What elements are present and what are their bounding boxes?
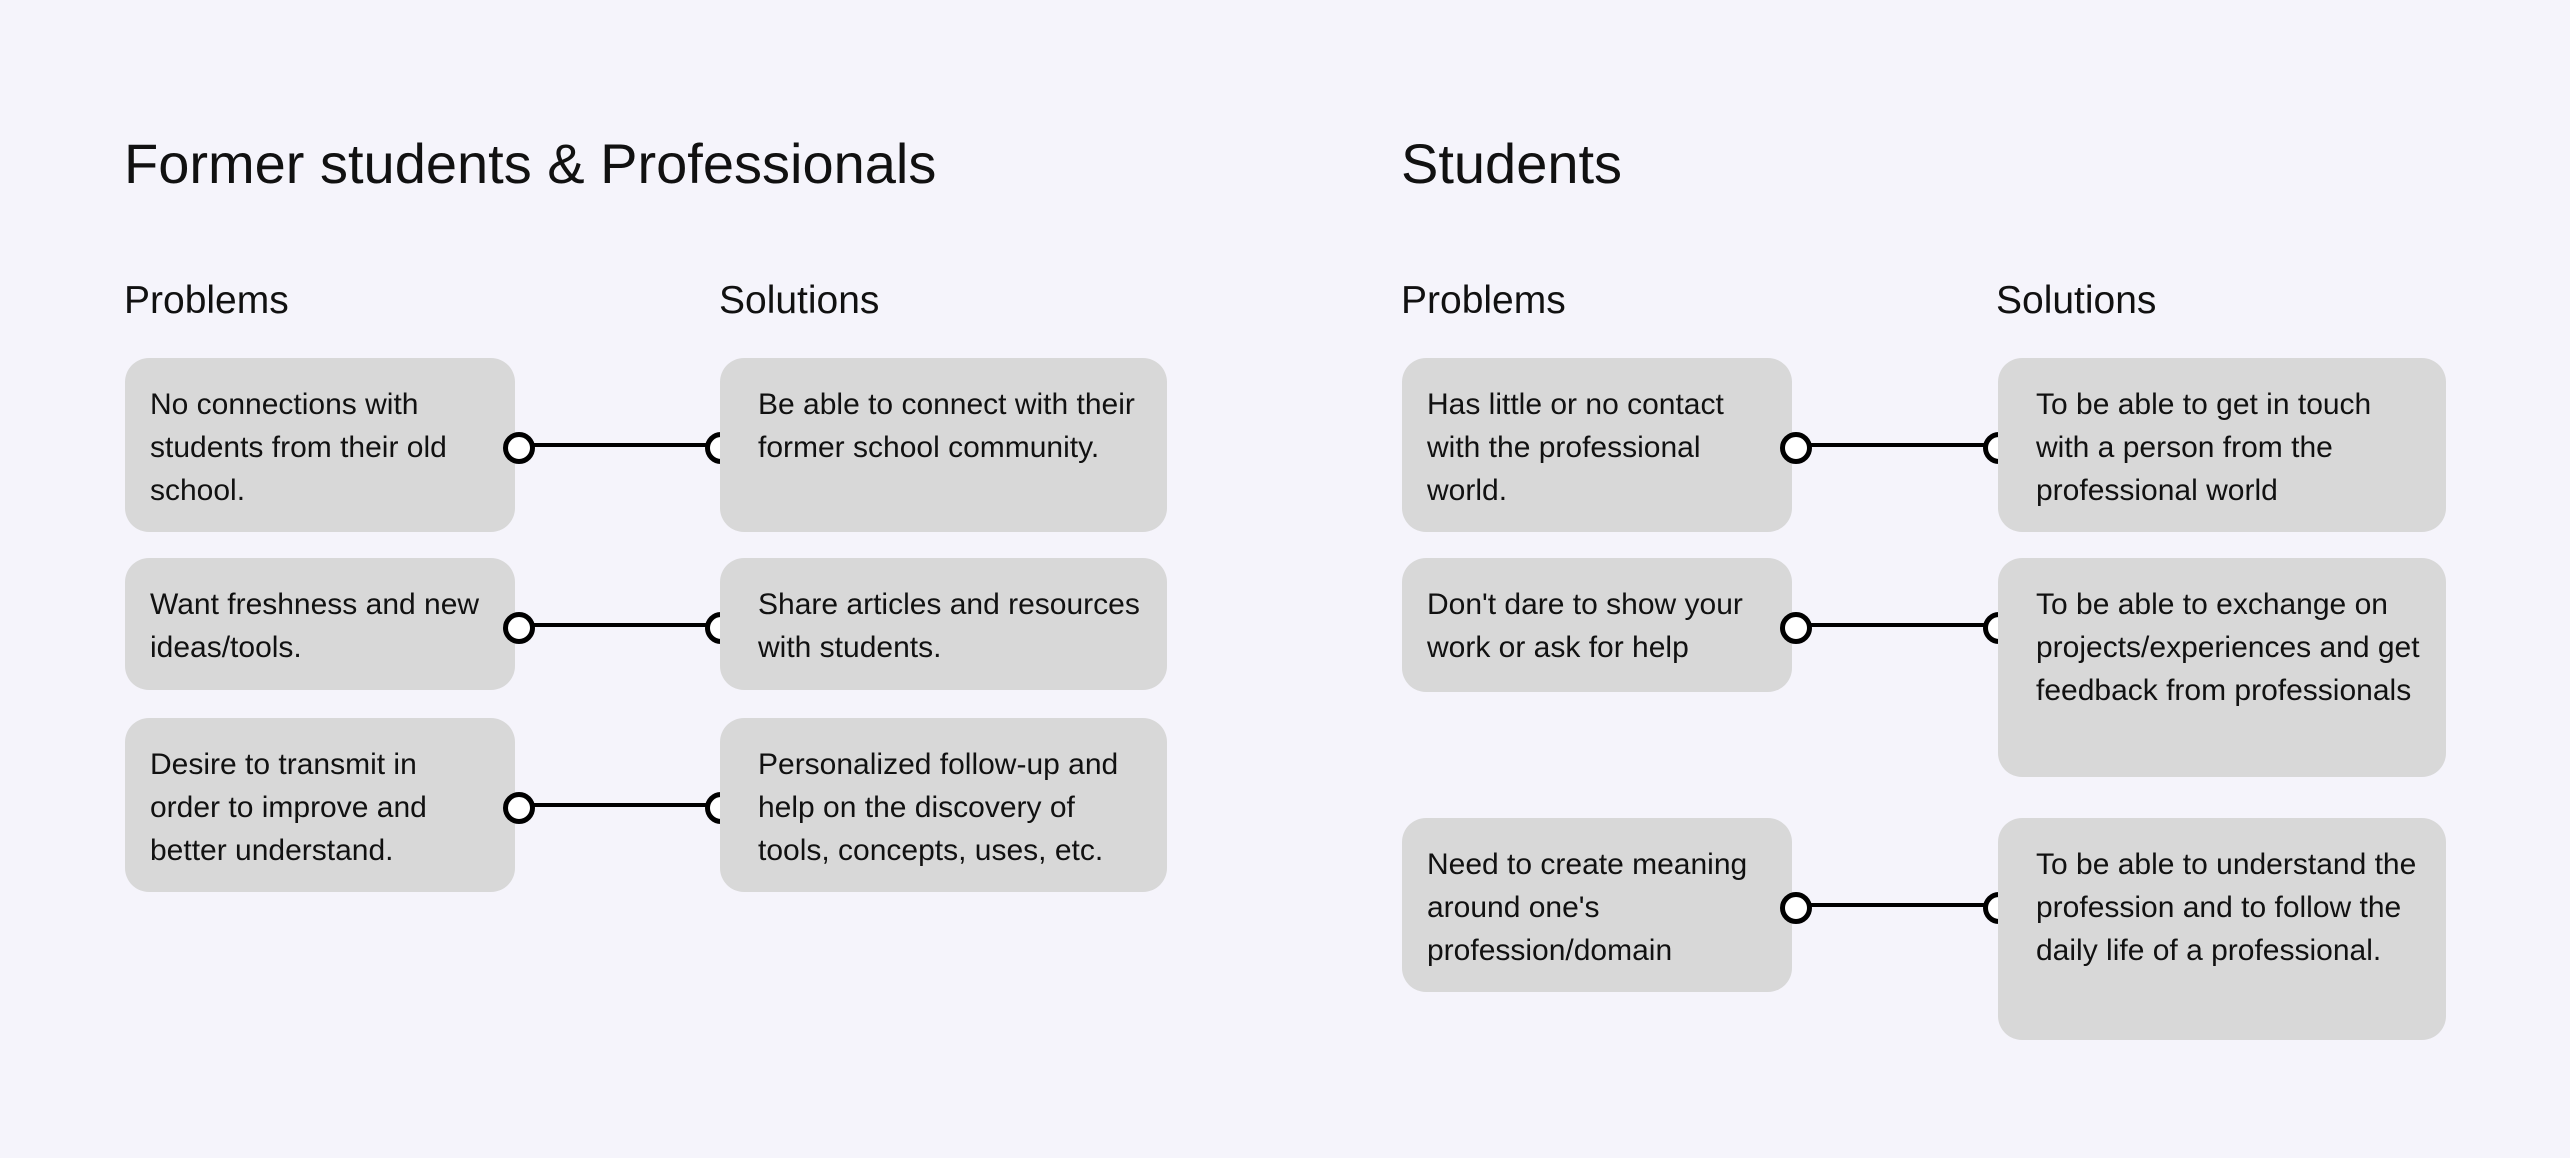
connector-line xyxy=(1791,623,1995,627)
connector-line xyxy=(1791,903,1995,907)
solution-card: To be able to exchange on projects/exper… xyxy=(1998,558,2446,777)
solution-card: Personalized follow-up and help on the d… xyxy=(720,718,1167,892)
problem-card: Desire to transmit in order to improve a… xyxy=(125,718,515,892)
connector-node xyxy=(503,612,535,644)
problem-card: Don't dare to show your work or ask for … xyxy=(1402,558,1792,692)
connector-node xyxy=(1780,892,1812,924)
connector-line xyxy=(514,623,717,627)
connector-node xyxy=(503,792,535,824)
connector-line xyxy=(514,803,717,807)
problem-card: Has little or no contact with the profes… xyxy=(1402,358,1792,532)
connector-node xyxy=(503,432,535,464)
connector-node xyxy=(1780,612,1812,644)
section-title-former-students: Former students & Professionals xyxy=(124,132,937,195)
solution-card: Share articles and resources with studen… xyxy=(720,558,1167,690)
connector-node xyxy=(1780,432,1812,464)
solution-card: Be able to connect with their former sch… xyxy=(720,358,1167,532)
connector-line xyxy=(514,443,717,447)
problems-label: Problems xyxy=(1401,279,1566,322)
connector-line xyxy=(1791,443,1995,447)
solution-card: To be able to get in touch with a person… xyxy=(1998,358,2446,532)
solution-card: To be able to understand the profession … xyxy=(1998,818,2446,1040)
problem-card: Need to create meaning around one's prof… xyxy=(1402,818,1792,992)
solutions-label: Solutions xyxy=(1996,279,2157,322)
problem-card: No connections with students from their … xyxy=(125,358,515,532)
section-title-students: Students xyxy=(1401,132,1623,195)
problem-card: Want freshness and new ideas/tools. xyxy=(125,558,515,690)
problems-label: Problems xyxy=(124,279,289,322)
solutions-label: Solutions xyxy=(719,279,880,322)
